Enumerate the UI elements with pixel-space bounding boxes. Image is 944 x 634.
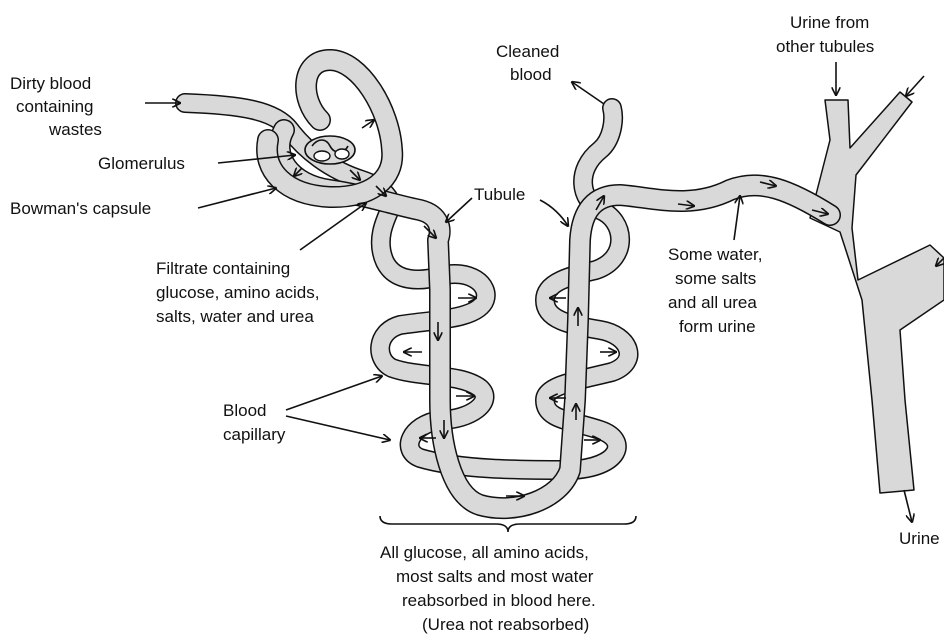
blood-capillary-line: Blood: [223, 401, 266, 420]
some-water-line: form urine: [679, 317, 756, 336]
urine-label: Urine: [899, 529, 940, 548]
some-water-line: and all urea: [668, 293, 757, 312]
some-water-label: Some water, some salts and all urea form…: [668, 245, 767, 336]
dirty-blood-label: Dirty blood containing wastes: [10, 74, 102, 139]
urine-pointer: [904, 490, 912, 522]
blood-capillary-line: capillary: [223, 425, 286, 444]
urine-from-other-line: Urine from: [790, 13, 869, 32]
cleaned-blood-line: Cleaned: [496, 42, 559, 61]
tubule-label: Tubule: [474, 185, 525, 204]
cleaned-blood-line: blood: [510, 65, 552, 84]
filtrate-label: Filtrate containing glucose, amino acids…: [156, 259, 324, 326]
capillary-pointer-lower: [286, 416, 390, 440]
reabsorbed-line: reabsorbed in blood here.: [402, 591, 596, 610]
flow-arrow: [362, 120, 374, 128]
glomerulus-label: Glomerulus: [98, 154, 185, 173]
reabsorbed-line: (Urea not reabsorbed): [422, 615, 589, 634]
dirty-blood-line: wastes: [48, 120, 102, 139]
some-water-line: Some water,: [668, 245, 763, 264]
urine-from-other-line: other tubules: [776, 37, 874, 56]
reabsorbed-line: All glucose, all amino acids,: [380, 543, 589, 562]
filtrate-pointer: [300, 203, 366, 250]
tubule-pointer-left: [446, 198, 472, 222]
bowmans-capsule-label: Bowman's capsule: [10, 199, 151, 218]
urine-from-other-label: Urine from other tubules: [776, 13, 874, 56]
capillary-pointer-upper: [286, 376, 382, 410]
cleaned-blood-label: Cleaned blood: [496, 42, 564, 84]
tubule-pointer-right: [540, 200, 568, 226]
reabsorbed-label: All glucose, all amino acids, most salts…: [380, 543, 600, 634]
glomerulus-coil: [305, 136, 355, 164]
cleaned-blood-pointer: [572, 82, 604, 104]
dirty-blood-line: Dirty blood: [10, 74, 91, 93]
some-water-pointer: [734, 196, 740, 240]
filtrate-line: Filtrate containing: [156, 259, 290, 278]
other-tubule-pointer: [906, 76, 924, 96]
bowmans-capsule-pointer: [198, 188, 276, 208]
dirty-blood-line: containing: [16, 97, 94, 116]
some-water-line: some salts: [675, 269, 756, 288]
blood-capillary-label: Blood capillary: [223, 401, 286, 444]
collecting-duct: [810, 92, 944, 493]
filtrate-line: glucose, amino acids,: [156, 283, 319, 302]
reabsorbed-line: most salts and most water: [396, 567, 594, 586]
filtrate-line: salts, water and urea: [156, 307, 314, 326]
